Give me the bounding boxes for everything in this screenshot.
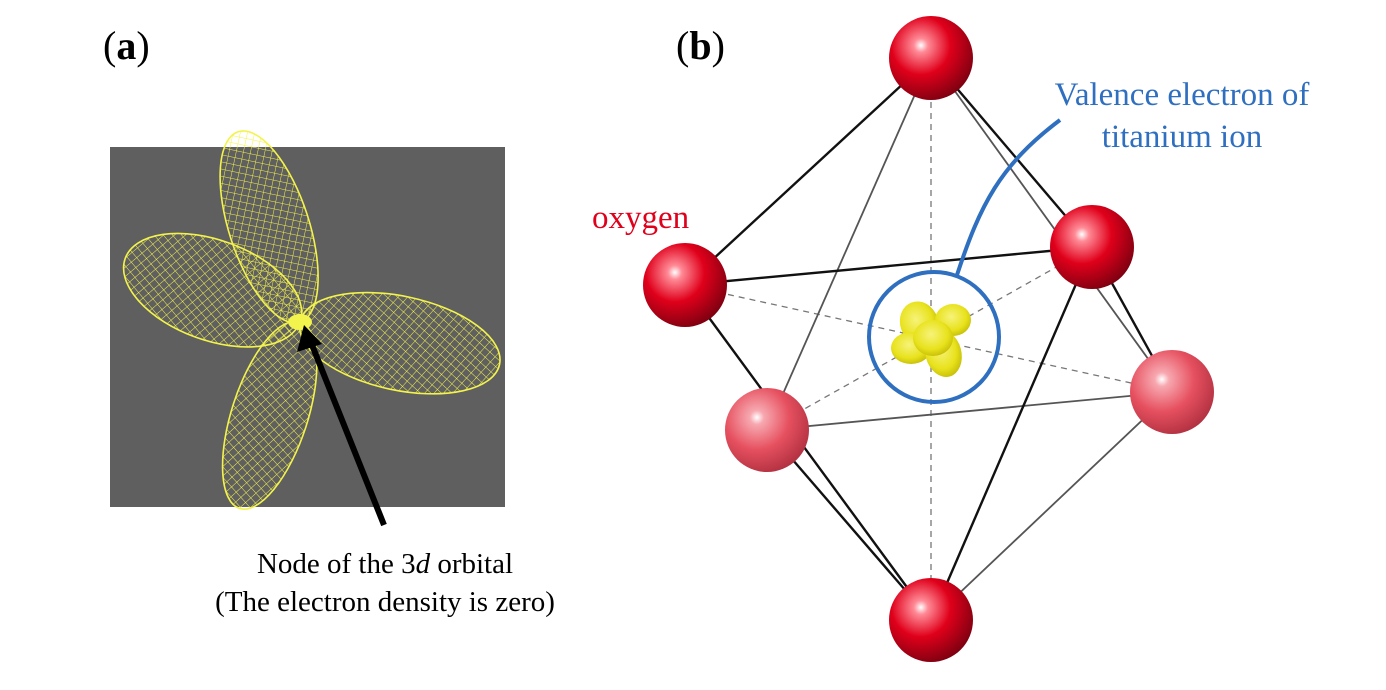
node-annotation: Node of the 3d orbital (The electron den… bbox=[170, 545, 600, 621]
oxygen-atom bbox=[725, 388, 809, 472]
valence-electron-label: Valence electron of titanium ion bbox=[1012, 74, 1352, 158]
orbital-node bbox=[288, 314, 312, 330]
back-edges bbox=[766, 57, 1173, 621]
oxygen-atom bbox=[889, 16, 973, 100]
node-arrow-head bbox=[297, 325, 322, 352]
panel-a-label: (a) bbox=[103, 23, 150, 68]
octahedron bbox=[643, 16, 1214, 662]
valence-line-1: Valence electron of bbox=[1054, 77, 1310, 113]
oxygen-label: oxygen bbox=[592, 200, 690, 236]
electron-cloud bbox=[891, 301, 971, 377]
node-line-1: Node of the 3d orbital bbox=[256, 548, 514, 580]
valence-pointer-line bbox=[955, 118, 1062, 276]
panel-b-label: (b) bbox=[676, 23, 725, 68]
oxygen-atom bbox=[643, 243, 727, 327]
node-line-2: (The electron density is zero) bbox=[215, 586, 555, 618]
oxygen-atom bbox=[1050, 205, 1134, 289]
valence-highlight-circle bbox=[867, 270, 1001, 404]
orbital-panel bbox=[110, 130, 505, 527]
oxygen-atom bbox=[1130, 350, 1214, 434]
valence-line-2: titanium ion bbox=[1101, 119, 1263, 155]
orbital-lobes bbox=[122, 130, 501, 510]
node-arrow-shaft bbox=[307, 338, 387, 527]
oxygen-atom bbox=[889, 578, 973, 662]
